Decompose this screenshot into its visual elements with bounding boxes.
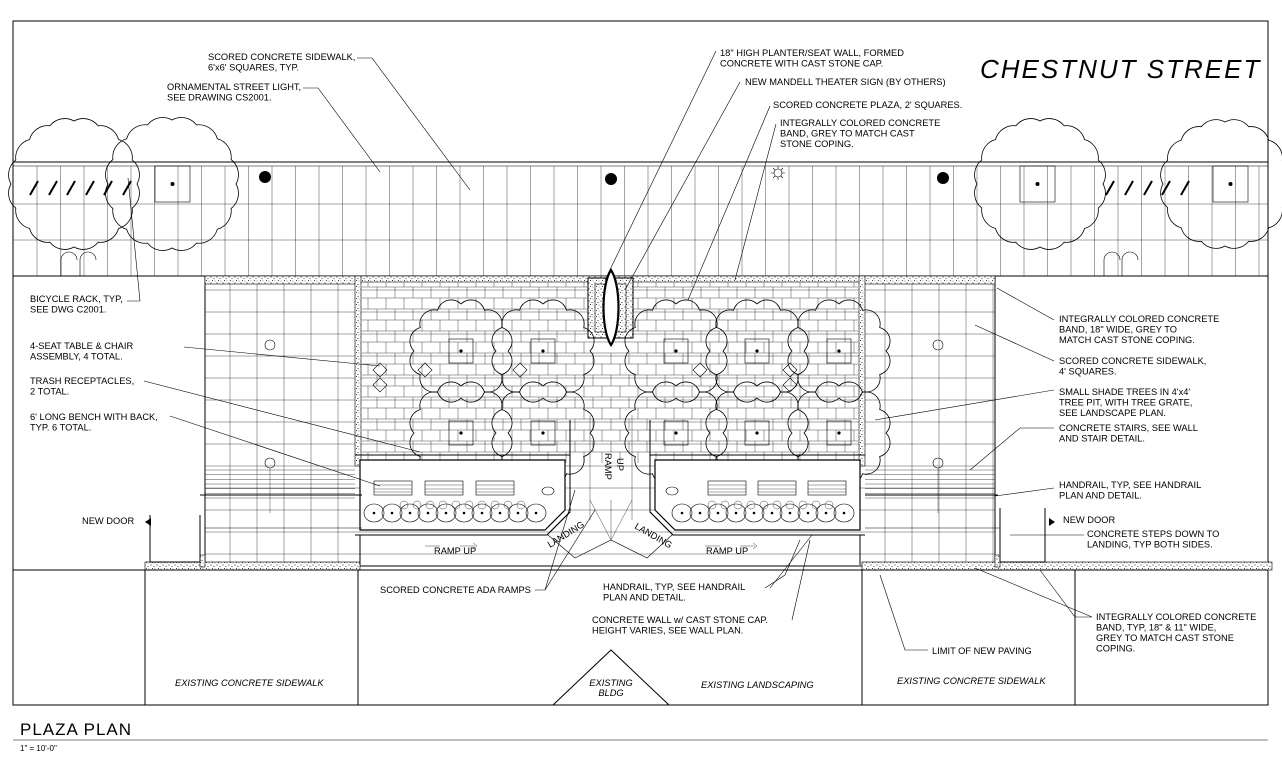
ramp-up-label: UP: [615, 458, 625, 471]
ramp-up-left-label: RAMP UP: [434, 546, 476, 556]
ramp-label: RAMP: [603, 453, 613, 480]
bicycle-rack-right: [1103, 251, 1139, 276]
existing-landscaping-label: EXISTING LANDSCAPING: [701, 680, 814, 690]
ada-ramps: [359, 415, 861, 565]
note-new-door-l: NEW DOOR: [82, 516, 134, 526]
drawing-title: PLAZA PLAN: [20, 720, 132, 739]
drawing-border: [12, 20, 1269, 706]
plan-labels: RAMP UP RAMP UP LANDING LANDING RAMP UP …: [175, 453, 1046, 698]
concrete-stairs: [200, 469, 1000, 529]
note-limit: LIMIT OF NEW PAVING: [932, 646, 1032, 656]
note-sidewalk-4: SCORED CONCRETE SIDEWALK,4' SQUARES.: [1059, 356, 1206, 377]
note-wall: CONCRETE WALL w/ CAST STONE CAP.HEIGHT V…: [592, 615, 768, 636]
note-new-door-r: NEW DOOR: [1063, 515, 1115, 525]
existing-sidewalk-right-label: EXISTING CONCRETE SIDEWALK: [897, 676, 1046, 686]
note-sidewalk-scored: SCORED CONCRETE SIDEWALK,6'x6' SQUARES, …: [208, 52, 355, 73]
central-planter: [587, 268, 634, 347]
lower-courtyard-left: [355, 454, 571, 536]
street-trees: [8, 117, 1282, 251]
annotation-notes: SCORED CONCRETE SIDEWALK,6'x6' SQUARES, …: [30, 48, 1256, 656]
existing-sidewalk-left-label: EXISTING CONCRETE SIDEWALK: [175, 678, 324, 688]
note-theater-sign: NEW MANDELL THEATER SIGN (BY OTHERS): [745, 77, 946, 87]
lower-courtyard-right: [649, 454, 865, 536]
note-ada-ramps: SCORED CONCRETE ADA RAMPS: [380, 585, 531, 595]
existing-bldg-label-2: BLDG: [598, 688, 623, 698]
street-lights: [259, 171, 949, 185]
theater-sign-icon: [771, 166, 785, 180]
note-bench: 6' LONG BENCH WITH BACK,TYP. 6 TOTAL.: [30, 412, 158, 433]
leader-lines: [127, 50, 1093, 651]
ramp-up-right-label: RAMP UP: [706, 546, 748, 556]
note-street-light: ORNAMENTAL STREET LIGHT,SEE DRAWING CS20…: [167, 82, 301, 103]
street-sidewalk: [13, 161, 1268, 277]
existing-conditions: [13, 569, 1268, 706]
existing-bldg-label-1: EXISTING: [589, 678, 632, 688]
bicycle-rack-left: [60, 251, 97, 276]
door-left: [145, 515, 201, 563]
note-trash: TRASH RECEPTACLES,2 TOTAL.: [30, 376, 134, 397]
landing-right-label: LANDING: [633, 521, 674, 550]
note-shade-trees: SMALL SHADE TREES IN 4'x4'TREE PIT, WITH…: [1059, 387, 1192, 418]
note-plaza: SCORED CONCRETE PLAZA, 2' SQUARES.: [773, 100, 962, 110]
note-bike-rack: BICYCLE RACK, TYP,SEE DWG C2001.: [30, 294, 123, 315]
street-name: CHESTNUT STREET: [980, 54, 1261, 84]
drawing-scale: 1" = 10'-0": [20, 744, 57, 753]
